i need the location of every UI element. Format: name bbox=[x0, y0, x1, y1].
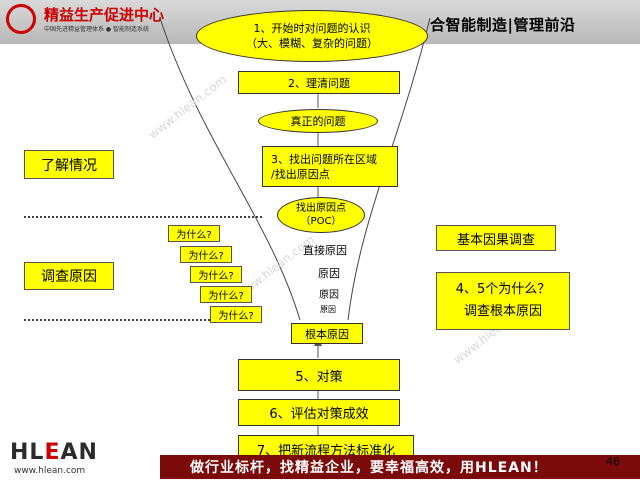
understand-situation-box: 了解情况 bbox=[24, 150, 114, 179]
step1-line2: （大、模糊、复杂的问题） bbox=[246, 37, 378, 50]
header-slogan-main: 智能制造|管理前沿 bbox=[445, 16, 576, 34]
cause-label-1: 原因 bbox=[318, 267, 340, 280]
footer-slogan: 做行业标杆，找精益企业，要幸福高效，用HLEAN！ bbox=[190, 460, 548, 476]
header-slogan-prefix: 合 bbox=[430, 16, 446, 34]
basic-cause-survey-box: 基本因果调查 bbox=[436, 225, 556, 251]
logo-icon bbox=[6, 4, 36, 34]
step3-line1: 3、找出问题所在区域 bbox=[271, 152, 377, 166]
why-label-1: 为什么? bbox=[168, 225, 220, 242]
step2-box: 2、理清问题 bbox=[238, 71, 400, 94]
five-why-line2: 调查根本原因 bbox=[463, 304, 542, 319]
poc-line2: （POC） bbox=[300, 216, 342, 227]
step1-ellipse: 1、开始时对问题的认识 （大、模糊、复杂的问题） bbox=[196, 10, 428, 62]
footer-banner bbox=[160, 455, 640, 479]
five-why-line1: 4、5个为什么？ bbox=[455, 282, 551, 297]
why-label-4: 为什么? bbox=[200, 286, 252, 303]
cause-label-2: 原因 bbox=[319, 290, 339, 301]
cause-label-3: 原因 bbox=[320, 305, 336, 314]
footer-logo: HLEAN bbox=[10, 440, 98, 465]
why-label-5: 为什么? bbox=[210, 306, 262, 323]
footer-logo-hl: HL bbox=[10, 440, 45, 465]
investigate-cause-box: 调查原因 bbox=[24, 262, 114, 290]
header-slogan: 合智能制造|管理前沿 bbox=[430, 14, 576, 35]
poc-line1: 找出原因点 bbox=[296, 203, 346, 214]
logo-subtitle: 中国先进精益管理体系 ● 智能制造系统 bbox=[44, 26, 150, 33]
step3-box: 3、找出问题所在区域 /找出原因点 bbox=[262, 146, 398, 187]
direct-cause-label: 直接原因 bbox=[303, 244, 347, 257]
page-number: 46 bbox=[606, 455, 620, 468]
step1-line1: 1、开始时对问题的认识 bbox=[253, 22, 371, 35]
root-cause-box: 根本原因 bbox=[291, 323, 363, 344]
footer-logo-an: AN bbox=[60, 440, 98, 465]
step5-box: 5、对策 bbox=[238, 359, 400, 391]
logo-title: 精益生产促进中心 bbox=[44, 6, 165, 24]
why-label-2: 为什么? bbox=[180, 246, 232, 263]
footer-url[interactable]: www.hlean.com bbox=[14, 466, 86, 476]
poc-ellipse: 找出原因点 （POC） bbox=[277, 197, 365, 233]
real-problem-ellipse: 真正的问题 bbox=[258, 109, 378, 133]
step3-line2: /找出原因点 bbox=[271, 167, 330, 181]
five-why-box: 4、5个为什么？ 调查根本原因 bbox=[436, 272, 570, 330]
why-label-3: 为什么? bbox=[190, 266, 242, 283]
step6-box: 6、评估对策成效 bbox=[238, 399, 400, 426]
footer-logo-e: E bbox=[44, 440, 61, 465]
